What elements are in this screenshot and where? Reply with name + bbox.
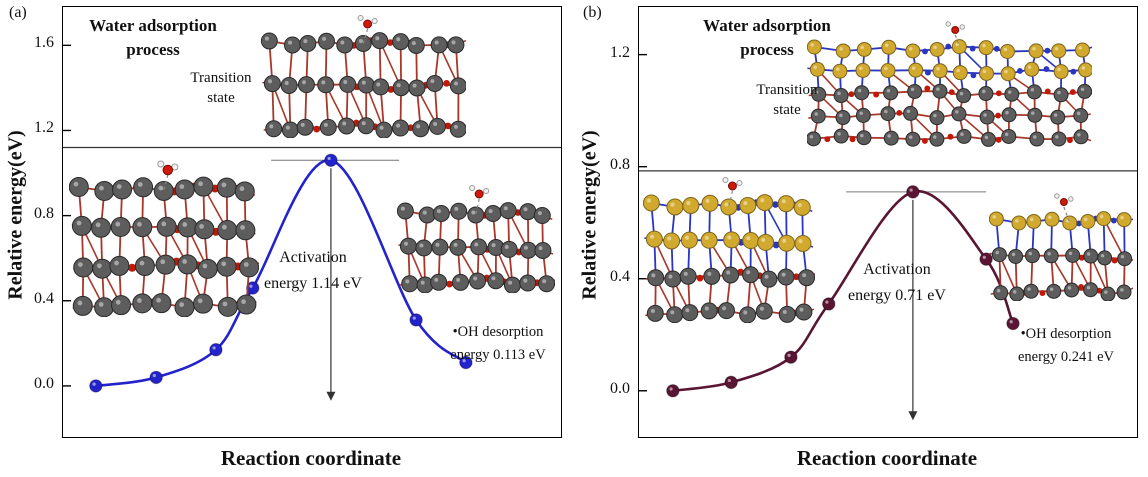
y-tick-label: 0.4 <box>610 267 630 285</box>
process-title-line: process <box>126 39 180 59</box>
x-axis-label: Reaction coordinate <box>796 446 978 470</box>
activation-energy-annotation: Activation energy 0.71 eV <box>829 257 965 308</box>
process-title-line: process <box>740 39 794 59</box>
activation-energy-line: Activation <box>863 261 931 278</box>
transition-state-structure <box>807 21 1092 147</box>
water-molecule <box>722 176 743 208</box>
water-molecule <box>1054 193 1074 224</box>
oh-desorption-line: energy 0.113 eV <box>450 347 546 364</box>
oh-desorption-line: •OH desorption <box>452 324 544 340</box>
activation-energy-annotation: Activation energy 1.14 eV <box>245 245 381 296</box>
transition-state-label-line: Transition <box>756 82 818 98</box>
transition-state-label-line: state <box>773 101 801 118</box>
process-title: Water adsorption process <box>73 14 233 62</box>
panel-label-a: (a) <box>9 4 27 21</box>
y-tick-label: 0.0 <box>34 374 54 392</box>
oh-desorption-annotation: •OH desorption energy 0.241 eV <box>1007 323 1125 369</box>
transition-state-label: Transition state <box>743 81 831 120</box>
initial-state-structure <box>643 176 815 323</box>
transition-state-label-line: state <box>207 89 235 106</box>
panel-b: (b) Relative energy(eV) Water adsorption… <box>574 0 1148 477</box>
water-molecule <box>357 14 378 44</box>
y-tick-label: 1.6 <box>34 34 54 52</box>
x-axis-label: Reaction coordinate <box>220 446 402 470</box>
final-state-structure <box>989 193 1133 301</box>
transition-state-label: Transition state <box>175 69 267 108</box>
energy-profile-chart-a <box>63 44 561 401</box>
initial-state-structure <box>69 160 259 317</box>
activation-energy-line: energy 0.71 eV <box>848 286 946 304</box>
plot-area-b: Water adsorption process Transition stat… <box>638 6 1138 438</box>
oh-desorption-line: energy 0.241 eV <box>1018 349 1114 366</box>
y-tick-label: 0.8 <box>610 155 630 173</box>
water-molecule <box>469 184 490 216</box>
oh-desorption-line: •OH desorption <box>1020 326 1112 342</box>
final-state-structure <box>397 184 555 293</box>
y-tick-label: 1.2 <box>34 119 54 137</box>
water-molecule <box>157 160 179 192</box>
transition-state-structure <box>261 14 466 138</box>
activation-energy-line: energy 1.14 eV <box>264 274 362 292</box>
process-title-line: Water adsorption <box>703 16 831 35</box>
panel-a: (a) Relative energy(eV) Water adsorption… <box>5 4 562 470</box>
process-title-line: Water adsorption <box>89 16 217 35</box>
process-title: Water adsorption process <box>687 14 847 62</box>
y-tick-label: 0.4 <box>34 289 54 307</box>
energy-profile-chart-b <box>639 53 1137 421</box>
panel-label-b: (b) <box>583 4 602 21</box>
y-tick-label: 0.8 <box>34 204 54 222</box>
plot-area-a: Water adsorption process Transition stat… <box>62 6 562 438</box>
activation-energy-line: Activation <box>279 249 347 266</box>
water-molecule <box>945 21 965 47</box>
y-tick-label: 0.0 <box>610 379 630 397</box>
y-tick-label: 1.2 <box>610 43 630 61</box>
oh-desorption-annotation: •OH desorption energy 0.113 eV <box>439 321 557 367</box>
transition-state-label-line: Transition <box>190 70 252 86</box>
